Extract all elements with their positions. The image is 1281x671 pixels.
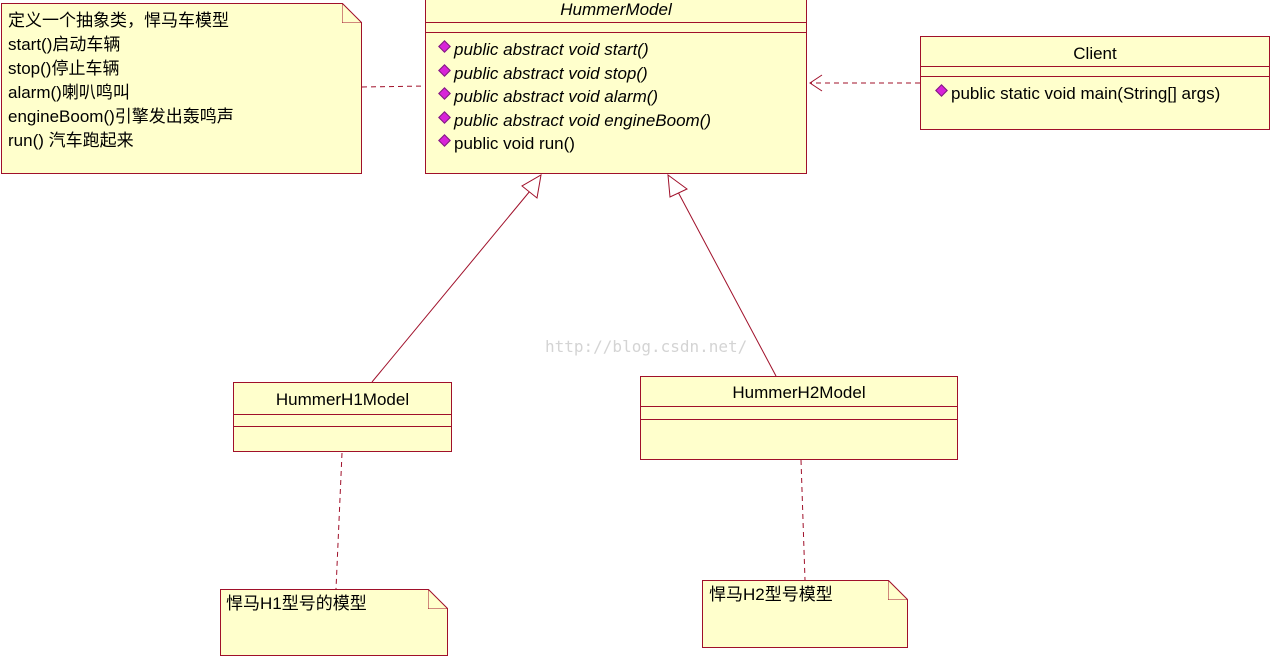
public-operation-icon xyxy=(935,84,948,97)
note-fold-icon xyxy=(888,580,908,600)
note-line: 悍马H1型号的模型 xyxy=(226,594,367,613)
operation-run[interactable]: public void run() xyxy=(438,132,800,156)
public-operation-icon xyxy=(438,87,451,100)
class-hummer-h1-model[interactable]: HummerH1Model xyxy=(233,382,452,452)
class-name: HummerH2Model xyxy=(641,377,957,407)
operation-alarm[interactable]: public abstract void alarm() xyxy=(438,85,800,109)
note-anchor-abstract xyxy=(361,85,427,88)
operation-stop[interactable]: public abstract void stop() xyxy=(438,62,800,86)
public-operation-icon xyxy=(438,40,451,53)
generalization-h1-arrowhead xyxy=(521,174,542,199)
public-operation-icon xyxy=(438,134,451,147)
abstract-class-note[interactable]: 定义一个抽象类，悍马车模型 start()启动车辆 stop()停止车辆 ala… xyxy=(1,3,362,174)
operation-main[interactable]: public static void main(String[] args) xyxy=(935,82,1263,106)
generalization-h2-arrowhead xyxy=(667,173,688,198)
operation-signature: public void run() xyxy=(454,134,575,153)
note-fold-icon xyxy=(342,3,362,23)
operation-signature: public abstract void stop() xyxy=(454,63,648,83)
class-hummer-model[interactable]: HummerModel public abstract void start()… xyxy=(425,0,807,174)
operation-start[interactable]: public abstract void start() xyxy=(438,38,800,62)
class-name: HummerH1Model xyxy=(234,383,451,415)
h2-model-note[interactable]: 悍马H2型号模型 xyxy=(702,580,908,648)
note-line: run() 汽车跑起来 xyxy=(8,131,134,150)
operation-signature: public abstract void start() xyxy=(454,40,649,59)
note-anchor-h2 xyxy=(800,459,806,581)
class-name: Client xyxy=(921,37,1269,67)
note-line: 定义一个抽象类，悍马车模型 xyxy=(8,11,229,30)
operation-engine-boom[interactable]: public abstract void engineBoom() xyxy=(438,109,800,133)
attributes-compartment xyxy=(921,67,1269,77)
generalization-h2 xyxy=(677,191,777,377)
public-operation-icon xyxy=(438,110,451,124)
operations-compartment: public abstract void start() public abst… xyxy=(426,33,806,156)
attributes-compartment xyxy=(426,23,806,33)
attributes-compartment xyxy=(641,407,957,420)
public-operation-icon xyxy=(438,63,451,77)
operation-signature: public abstract void alarm() xyxy=(454,87,659,106)
dependency-arrowhead xyxy=(809,74,823,92)
class-hummer-h2-model[interactable]: HummerH2Model xyxy=(640,376,958,460)
class-client[interactable]: Client public static void main(String[] … xyxy=(920,36,1270,130)
note-anchor-h1 xyxy=(335,452,343,590)
operation-signature: public static void main(String[] args) xyxy=(951,84,1221,103)
note-line: engineBoom()引擎发出轰鸣声 xyxy=(8,107,234,126)
operations-compartment: public static void main(String[] args) xyxy=(921,77,1269,106)
note-line: alarm()喇叭鸣叫 xyxy=(8,83,130,102)
class-name: HummerModel xyxy=(426,0,806,23)
attributes-compartment xyxy=(234,415,451,427)
h1-model-note[interactable]: 悍马H1型号的模型 xyxy=(220,589,448,656)
watermark-text: http://blog.csdn.net/ xyxy=(545,337,748,356)
note-line: start()启动车辆 xyxy=(8,35,121,54)
note-line: 悍马H2型号模型 xyxy=(709,585,833,604)
note-fold-icon xyxy=(428,589,448,609)
note-line: stop()停止车辆 xyxy=(8,59,120,78)
operation-signature: public abstract void engineBoom() xyxy=(454,110,712,130)
generalization-h1 xyxy=(371,190,531,383)
